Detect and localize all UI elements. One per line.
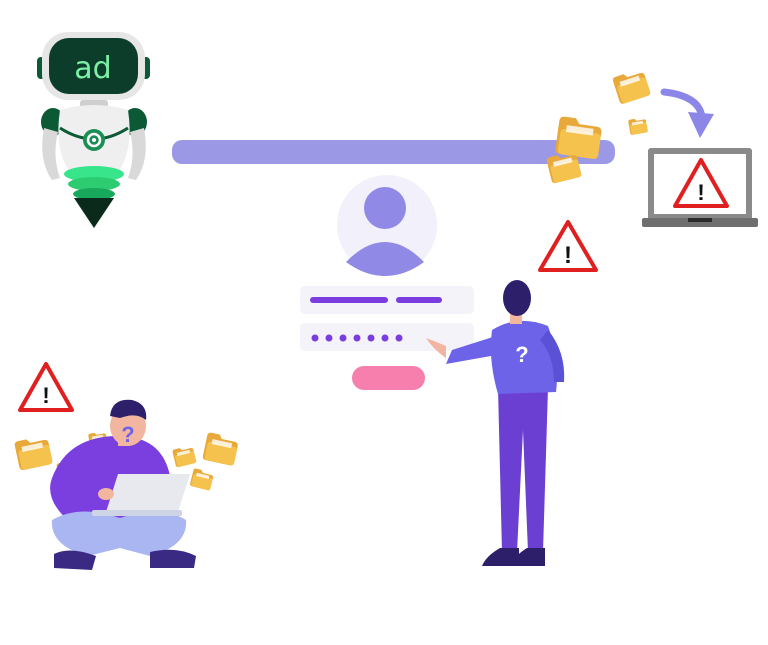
gear-icon <box>83 129 105 151</box>
login-button[interactable] <box>352 366 425 390</box>
question-icon: ? <box>515 342 528 367</box>
folder-icon <box>189 468 215 491</box>
svg-text:!: ! <box>697 180 704 205</box>
folder-icon <box>14 435 53 471</box>
robot-icon: ad <box>37 32 150 228</box>
laptop-icon: ! <box>642 148 758 227</box>
question-icon: ? <box>121 422 134 447</box>
robot-visor <box>49 38 138 94</box>
password-dots <box>311 334 403 342</box>
folder-icon <box>554 116 603 160</box>
header-bar <box>172 140 615 164</box>
standing-person: ? <box>426 280 565 566</box>
folder-icon <box>612 68 652 105</box>
folder-icon <box>172 444 197 468</box>
arrow-icon <box>660 88 714 138</box>
folder-icon <box>628 116 649 136</box>
warning-icon: ! <box>538 220 598 272</box>
warning-icon: ! <box>673 158 729 208</box>
sitting-person: ? <box>50 399 196 570</box>
login-card <box>300 175 474 390</box>
svg-text:!: ! <box>564 242 572 269</box>
warning-icon: ! <box>18 362 74 412</box>
folder-icon <box>202 432 240 467</box>
svg-text:!: ! <box>42 383 49 408</box>
robot-visor-text: ad <box>74 51 111 86</box>
